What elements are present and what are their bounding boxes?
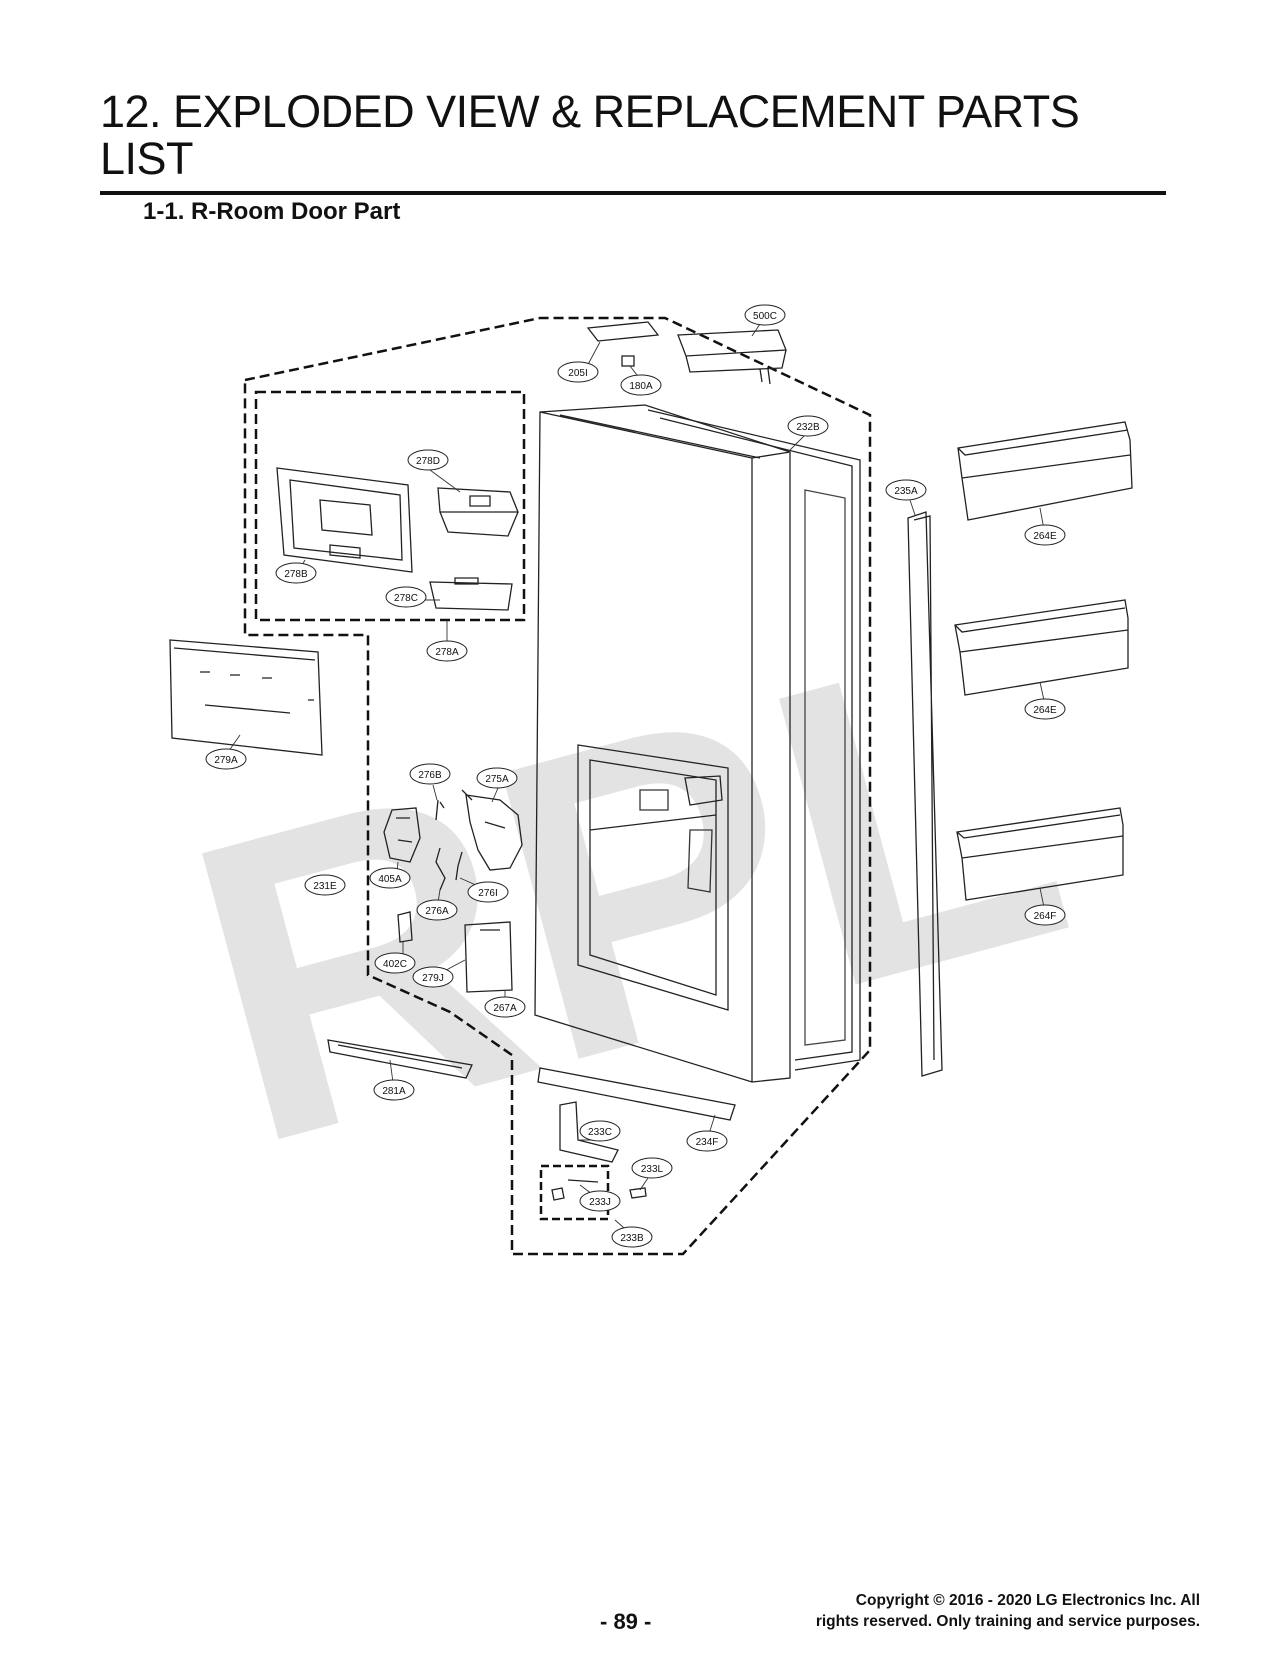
part-281a-drawing [327, 1039, 473, 1079]
callout-264e: 264E [1024, 698, 1066, 720]
callout-278d: 278D [407, 449, 449, 471]
part-205i-drawing [586, 321, 660, 342]
callout-text: 402C [383, 959, 407, 970]
part-276a-drawing [435, 847, 446, 891]
door-body-drawing [534, 404, 791, 1083]
callout-text: 233J [589, 1197, 611, 1208]
dispenser-module-box [254, 390, 526, 622]
part-405a-drawing [383, 807, 421, 863]
callout-text: 235A [894, 486, 918, 497]
part-233c-drawing [559, 1101, 619, 1163]
part-264f-drawing [956, 807, 1124, 901]
callout-279j: 279J [412, 966, 454, 988]
callout-text: 500C [753, 311, 777, 322]
part-402c-drawing [397, 911, 413, 943]
callout-232b: 232B [787, 415, 829, 437]
part-279a-drawing [169, 639, 323, 756]
callout-233b: 233B [611, 1226, 653, 1248]
callout-235a: 235A [885, 479, 927, 501]
door-gasket-drawing [647, 409, 861, 1071]
callout-267a: 267A [484, 996, 526, 1018]
door-group-outline [243, 316, 872, 1256]
callout-text: 278D [416, 456, 440, 467]
part-264e-mid-drawing [954, 599, 1129, 696]
callout-233j: 233J [579, 1190, 621, 1212]
callout-labels: 500C 205I 180A 232B 278D 278B 278C 278A 235A 264E… [205, 304, 1066, 1248]
callout-233c: 233C [579, 1120, 621, 1142]
callout-text: 264E [1033, 705, 1057, 716]
part-500c-drawing [677, 329, 787, 385]
callout-text: 278A [435, 647, 459, 658]
callout-180a: 180A [620, 374, 662, 396]
callout-233l: 233L [631, 1157, 673, 1179]
callout-text: 233L [641, 1164, 664, 1175]
copyright-line-1: Copyright © 2016 - 2020 LG Electronics I… [855, 1592, 1200, 1609]
copyright-notice: Copyright © 2016 - 2020 LG Electronics I… [816, 1590, 1200, 1632]
callout-text: 180A [629, 381, 653, 392]
callout-text: 205I [568, 368, 587, 379]
callout-264e: 264E [1024, 524, 1066, 546]
callout-281a: 281A [373, 1079, 415, 1101]
callout-276b: 276B [409, 763, 451, 785]
callout-text: 279A [214, 755, 238, 766]
part-276b-drawing [435, 799, 445, 821]
dispenser-opening-drawing [577, 744, 729, 1011]
page-heading: 12. EXPLODED VIEW & REPLACEMENT PARTS LI… [100, 88, 1166, 195]
part-234f-drawing [537, 1067, 736, 1121]
callout-231e: 231E [304, 874, 346, 896]
callout-276a: 276A [416, 899, 458, 921]
callout-text: 267A [493, 1003, 517, 1014]
callout-264f: 264F [1024, 904, 1066, 926]
part-278c-drawing [429, 577, 513, 611]
callout-500c: 500C [744, 304, 786, 326]
callout-275a: 275A [476, 767, 518, 789]
section-title: 1-1. R-Room Door Part [143, 198, 401, 225]
part-233j-drawing [551, 1179, 599, 1201]
page-number: - 89 - [600, 1609, 652, 1634]
callout-234f: 234F [686, 1130, 728, 1152]
callout-text: 276I [478, 888, 497, 899]
callout-text: 264E [1033, 531, 1057, 542]
callout-text: 279J [422, 973, 444, 984]
callout-text: 276A [425, 906, 449, 917]
callout-text: 281A [382, 1086, 406, 1097]
callout-278a: 278A [426, 640, 468, 662]
callout-205i: 205I [557, 361, 599, 383]
part-180a-drawing [621, 355, 635, 367]
callout-text: 233B [620, 1233, 644, 1244]
callout-405a: 405A [369, 867, 411, 889]
callout-text: 232B [796, 422, 820, 433]
copyright-line-2: rights reserved. Only training and servi… [815, 1613, 1200, 1630]
part-276i-drawing [455, 851, 463, 881]
callout-276i: 276I [467, 881, 509, 903]
callout-278c: 278C [385, 586, 427, 608]
callout-402c: 402C [374, 952, 416, 974]
part-278b-drawing [276, 467, 413, 573]
callout-279a: 279A [205, 748, 247, 770]
callout-text: 276B [418, 770, 442, 781]
part-235a-drawing [907, 511, 943, 1077]
callout-text: 234F [696, 1137, 719, 1148]
part-264e-top-drawing [957, 421, 1133, 521]
part-279j-drawing [464, 921, 513, 993]
part-275a-drawing [461, 789, 523, 871]
callout-text: 278C [394, 593, 418, 604]
part-278d-drawing [437, 487, 519, 537]
callout-text: 264F [1034, 911, 1057, 922]
callout-text: 231E [313, 881, 337, 892]
callout-text: 275A [485, 774, 509, 785]
callout-text: 405A [378, 874, 402, 885]
part-233l-drawing [629, 1187, 647, 1199]
callout-278b: 278B [275, 562, 317, 584]
callout-text: 278B [284, 569, 308, 580]
callout-text: 233C [588, 1127, 612, 1138]
